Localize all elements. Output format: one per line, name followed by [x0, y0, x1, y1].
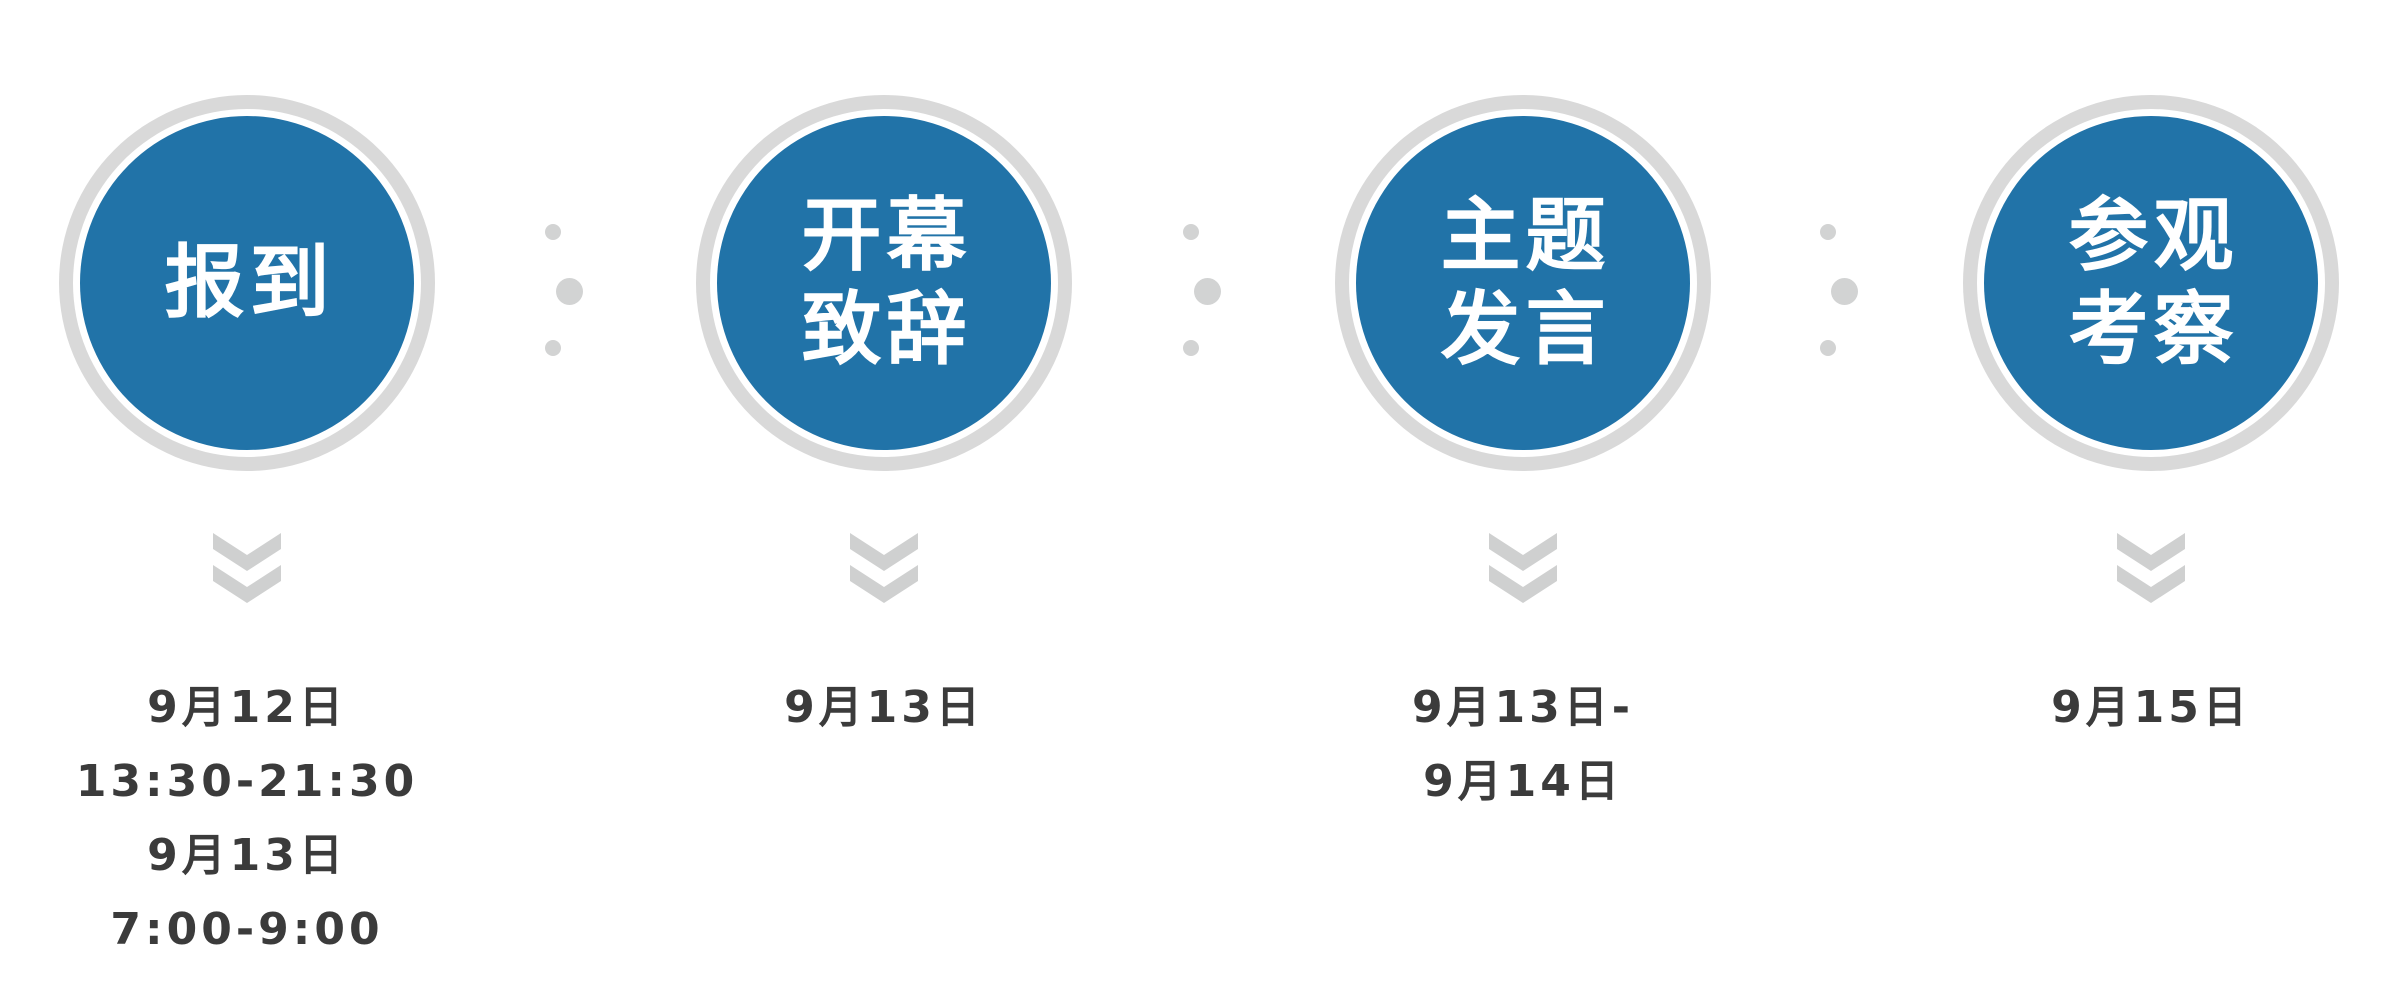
step-circle-label: 报到 [160, 236, 335, 330]
step-dates: 9月13日- 9月14日 [1412, 671, 1634, 819]
dot-icon [556, 278, 583, 305]
dot-icon [1194, 278, 1221, 305]
chevron-down-icon [1489, 533, 1557, 603]
dot-icon [1183, 340, 1199, 356]
timeline-step-opening-remarks: 开幕 致辞 9月13日 [624, 0, 1144, 745]
step-circle-keynote-speeches: 主题 发言 [1356, 116, 1690, 450]
dot-icon [1183, 224, 1199, 240]
step-dates: 9月13日 [784, 671, 984, 745]
timeline-step-registration: 报到 9月12日 13:30-21:30 9月13日 7:00-9:00 [0, 0, 507, 967]
circle-label-line: 发言 [1440, 283, 1611, 376]
step-circle-site-visit: 参观 考察 [1984, 116, 2318, 450]
circle-label-line: 开幕 [801, 188, 972, 282]
date-line: 9月12日 [147, 682, 347, 733]
circle-label-line: 参观 [2068, 188, 2239, 282]
timeline-step-keynote-speeches: 主题 发言 9月13日- 9月14日 [1263, 0, 1783, 819]
dot-icon [1820, 340, 1836, 356]
circle-label-line: 考察 [2068, 283, 2239, 376]
date-line: 9月13日 [147, 830, 347, 881]
chevron-down-icon [213, 533, 281, 603]
step-circle-label: 参观 考察 [2064, 189, 2239, 378]
date-line: 9月15日 [2051, 682, 2251, 733]
dot-icon [545, 340, 561, 356]
circle-label-line: 报到 [164, 235, 335, 329]
date-line: 7:00-9:00 [110, 904, 384, 955]
circle-label-line: 主题 [1440, 188, 1611, 282]
dot-icon [1820, 224, 1836, 240]
date-line: 13:30-21:30 [75, 756, 419, 807]
date-line: 9月14日 [1423, 756, 1623, 807]
step-dates: 9月15日 [2051, 671, 2251, 745]
date-line: 9月13日 [784, 682, 984, 733]
chevron-down-icon [2117, 533, 2185, 603]
date-line: 9月13日- [1411, 682, 1635, 733]
dot-icon [1831, 278, 1858, 305]
dot-icon [545, 224, 561, 240]
step-circle-opening-remarks: 开幕 致辞 [717, 116, 1051, 450]
step-circle-label: 主题 发言 [1436, 189, 1611, 378]
timeline-step-site-visit: 参观 考察 9月15日 [1891, 0, 2391, 745]
circle-label-line: 致辞 [801, 283, 972, 376]
step-circle-registration: 报到 [80, 116, 414, 450]
dots-separator-icon [1183, 224, 1227, 364]
dots-separator-icon [1820, 224, 1864, 364]
dots-separator-icon [545, 224, 589, 364]
step-dates: 9月12日 13:30-21:30 9月13日 7:00-9:00 [76, 671, 418, 967]
step-circle-label: 开幕 致辞 [797, 189, 972, 378]
chevron-down-icon [850, 533, 918, 603]
